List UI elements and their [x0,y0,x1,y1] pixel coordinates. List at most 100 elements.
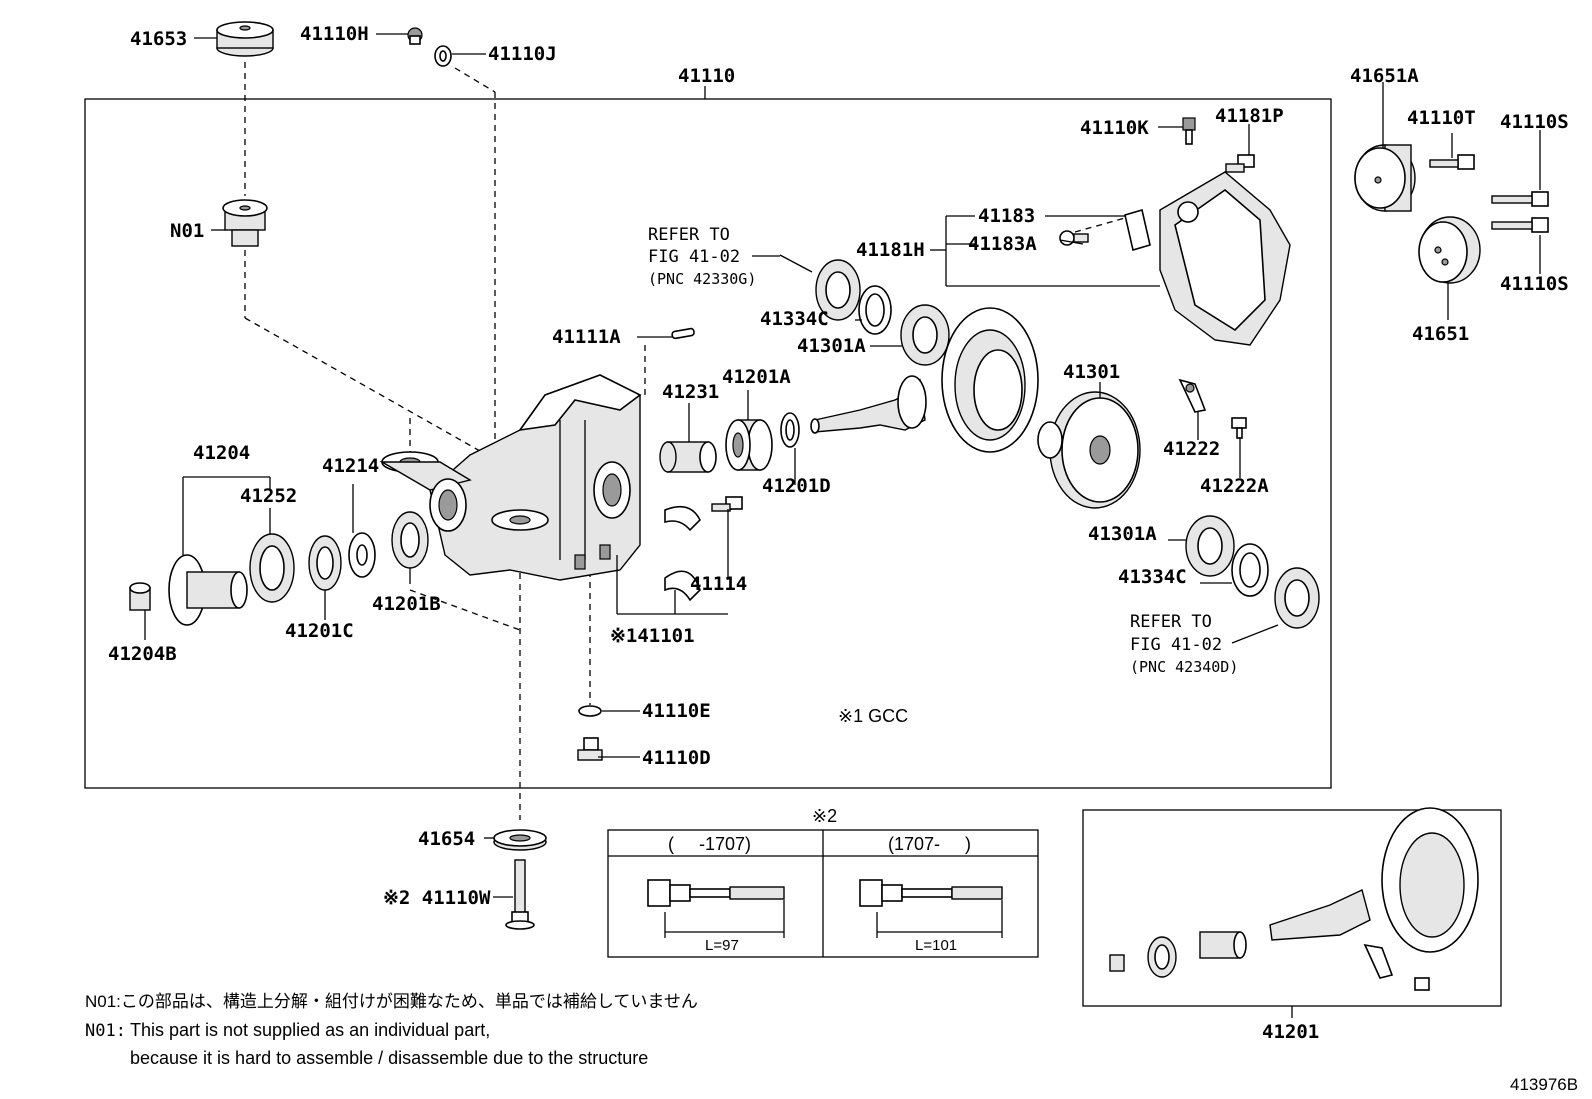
bolt-icon [1225,154,1255,173]
leader-lines [144,33,1541,898]
diagram-id: 413976B [1510,1075,1578,1094]
gcc-note: ※1 GCC [838,706,908,726]
label-41301A-bottom: 41301A [1088,523,1157,545]
svg-text:FIG 41-02: FIG 41-02 [1130,635,1222,655]
bolt-length-table: ※2 ( -1707) (1707- ) L=97 L=101 [607,806,1039,958]
filler-plug-icon [577,737,603,761]
bolt-icon [1429,154,1475,170]
label-41214: 41214 [322,455,379,477]
rear-mount-icon [1418,216,1481,284]
label-41110T: 41110T [1407,107,1476,129]
label-41201: 41201 [1262,1021,1319,1043]
label-41654: 41654 [418,828,475,850]
note-n01-prefix: N01: [85,1021,126,1041]
label-41653: 41653 [130,28,187,50]
bolt-length-1: L=97 [705,937,739,954]
label-41301: 41301 [1063,361,1120,383]
label-41110: 41110 [678,65,735,87]
label-41110W: ※2 41110W [383,887,491,909]
washer-icon [434,45,452,67]
label-41201D: 41201D [762,475,831,497]
bearing-cap-icon [664,505,701,602]
label-41651A: 41651A [1350,65,1419,87]
nut-icon [129,582,151,611]
oil-seal-icon [815,259,861,321]
svg-text:REFER TO: REFER TO [1130,612,1212,632]
washer-icon [578,705,602,717]
label-41183: 41183 [978,205,1035,227]
washer-icon [780,412,800,448]
bolt-table-col2-header: (1707- ) [888,834,971,854]
assembly-guide-lines [244,62,1126,820]
part-labels: 41653 41110H 41110J 41110 N01 41651A 411… [108,23,1569,1043]
rear-mount-icon [1354,144,1416,212]
bearing-icon [900,304,950,366]
label-41181H: 41181H [856,239,925,261]
spacer-icon [659,441,717,473]
bolt-table-col1-header: ( -1707) [668,834,751,854]
label-41651: 41651 [1412,323,1469,345]
refer-note-bottom: REFER TO FIG 41-02 (PNC 42340D) [1130,612,1238,676]
label-41301A-top: 41301A [797,335,866,357]
svg-text:FIG 41-02: FIG 41-02 [648,247,740,267]
upper-mount-bushing-icon [216,21,274,57]
ring-gear-icon [941,307,1039,453]
bearing-icon [391,511,429,569]
label-41110D: 41110D [642,747,711,769]
refer-note-top: REFER TO FIG 41-02 (PNC 42330G) [648,225,780,288]
drain-plug-icon [1182,117,1196,145]
note-n01-english-line1: This part is not supplied as an individu… [130,1020,490,1040]
bolt-icon [1231,417,1247,439]
bearing-icon [308,535,342,591]
breather-plug-icon [407,27,423,45]
label-N01: N01 [170,220,204,242]
label-41204B: 41204B [108,643,177,665]
label-41110S-bottom: 41110S [1500,273,1569,295]
label-41231: 41231 [662,381,719,403]
n01-bushing-icon [222,199,268,247]
label-41101: ※141101 [610,625,695,647]
label-41334C-top: 41334C [760,308,829,330]
bolt-table-title: ※2 [812,806,837,826]
label-41252: 41252 [240,485,297,507]
gear-kit-parts-icon [1109,807,1479,991]
drive-pinion-icon [810,375,927,434]
sensor-bracket-icon [1178,378,1207,413]
bolt-icon [1491,191,1549,207]
bracket-icon [1124,208,1151,252]
bolt-icon [1491,217,1549,233]
svg-text:(PNC 42340D): (PNC 42340D) [1130,658,1238,676]
bearing-icon [1185,515,1235,577]
label-41222A: 41222A [1200,475,1269,497]
label-41183A: 41183A [968,233,1037,255]
label-41181P: 41181P [1215,105,1284,127]
lower-mount-washer-icon [493,829,547,851]
bolt-length-2: L=101 [915,937,957,954]
svg-text:(PNC 42330G): (PNC 42330G) [648,270,756,288]
label-41110E: 41110E [642,700,711,722]
label-41110J: 41110J [488,43,557,65]
bolt-icon [505,859,535,930]
note-n01-japanese: N01:この部品は、構造上分解・組付けが困難なため、単品では補給していません [85,992,698,1011]
label-41110K: 41110K [1080,117,1149,139]
shim-icon [858,285,892,335]
footnotes: N01:この部品は、構造上分解・組付けが困難なため、単品では補給していません N… [85,992,698,1068]
label-41201B: 41201B [372,593,441,615]
label-41114: 41114 [690,573,747,595]
label-41334C-bottom: 41334C [1118,566,1187,588]
shim-icon [1231,543,1269,597]
companion-flange-icon [168,554,248,626]
label-41204: 41204 [193,442,250,464]
label-41111A: 41111A [552,326,621,348]
knock-pin-icon [671,327,695,340]
label-41110H: 41110H [300,23,369,45]
differential-case-icon [1037,391,1141,509]
main-assembly-frame [84,98,1332,789]
carrier-housing-icon [379,374,642,581]
oil-seal-icon [249,533,295,603]
cover-icon [1159,171,1291,346]
oil-seal-icon [1274,567,1320,629]
washer-icon [348,532,376,578]
label-41110S-top: 41110S [1500,111,1569,133]
